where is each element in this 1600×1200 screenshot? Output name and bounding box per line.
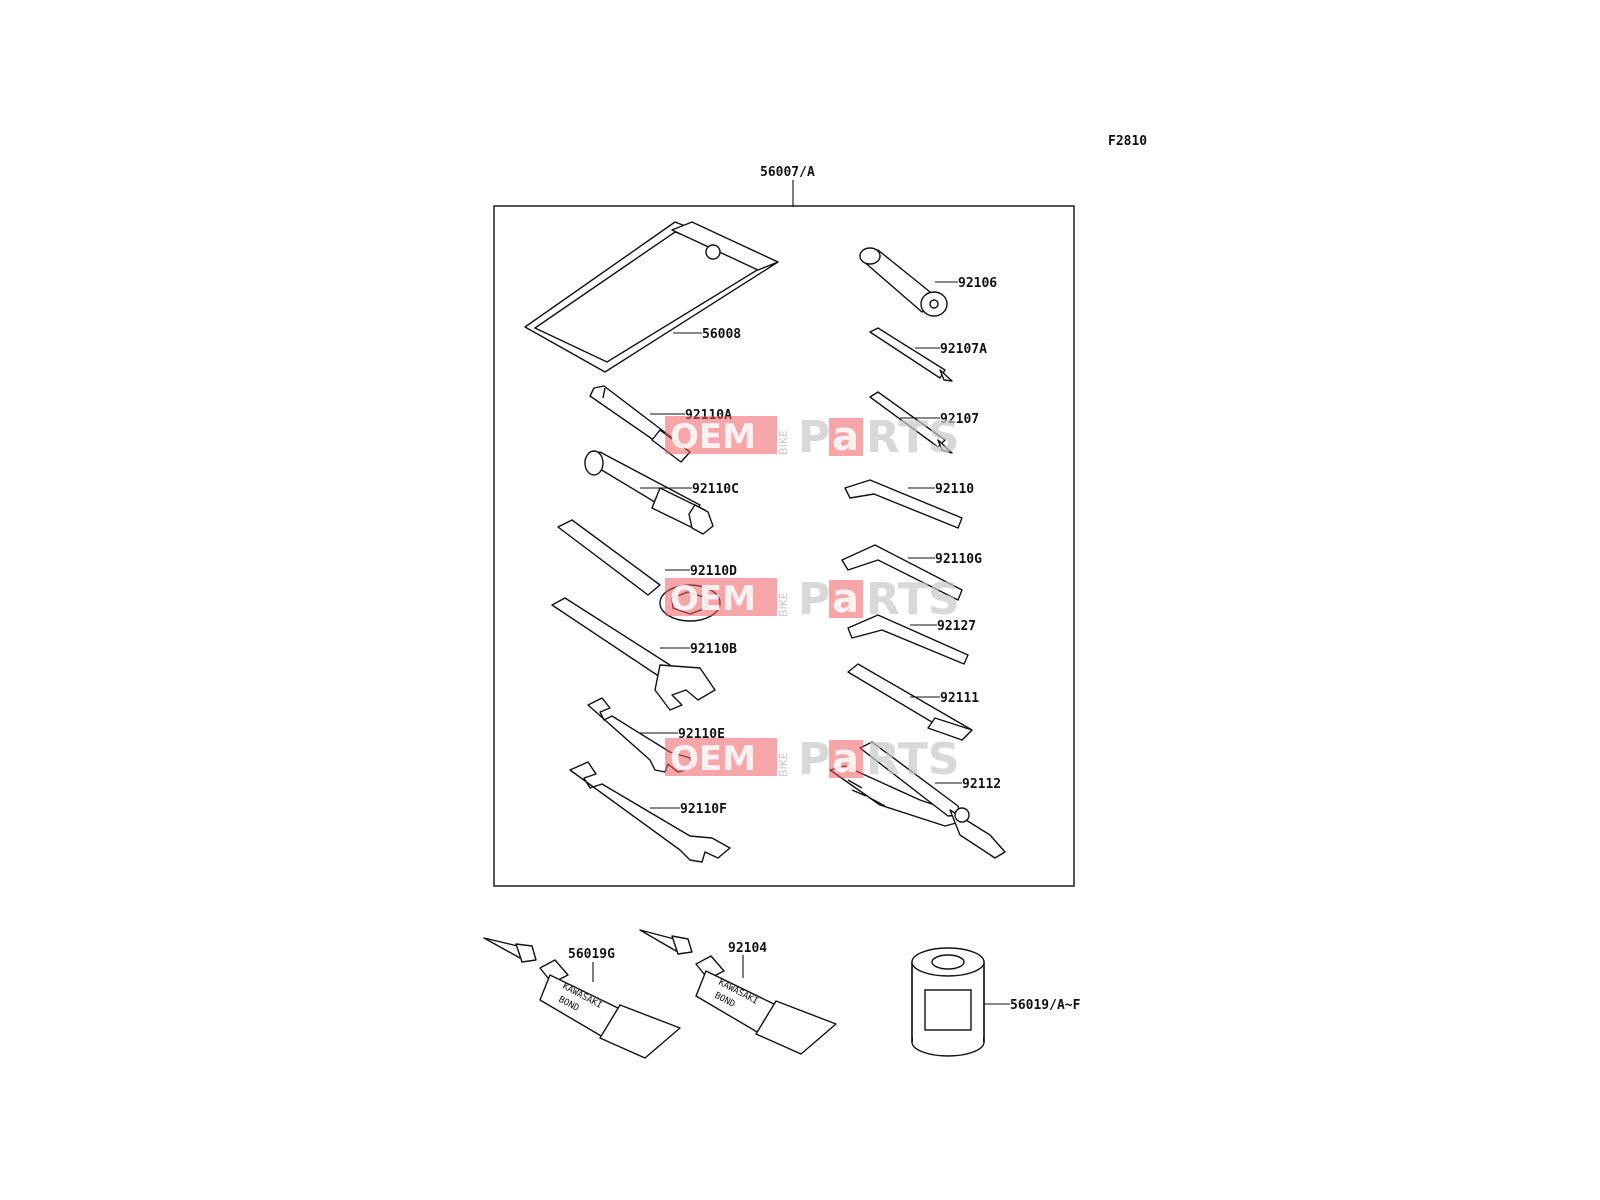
watermark-2-a: a <box>832 576 859 622</box>
part-label-56019-a-f: 56019/A~F <box>1010 998 1081 1013</box>
part-label-92110d: 92110D <box>690 564 737 579</box>
watermark-2: OEM BIKE P a RTS <box>665 574 960 625</box>
watermark-1-oem: OEM <box>670 417 756 457</box>
kit-label: 56007/A <box>760 165 815 180</box>
watermark-2-rts: RTS <box>866 574 960 625</box>
tool-kit-frame <box>493 205 1075 887</box>
watermark-1-p: P <box>798 412 830 463</box>
cutter-tool <box>859 247 948 317</box>
part-label-92104: 92104 <box>728 941 767 956</box>
part-label-92110g: 92110G <box>935 552 982 567</box>
watermark-3-p: P <box>798 734 830 785</box>
watermark-1-rts: RTS <box>866 412 960 463</box>
part-label-92110f: 92110F <box>680 802 727 817</box>
hex-key-g <box>841 544 963 601</box>
part-label-92106: 92106 <box>958 276 997 291</box>
hex-key-92127 <box>847 614 969 665</box>
tool-pouch <box>524 221 779 373</box>
part-label-92110: 92110 <box>935 482 974 497</box>
watermark-1-bike: BIKE <box>777 430 790 455</box>
watermark-1-a: a <box>832 414 859 460</box>
watermark-2-p: P <box>798 574 830 625</box>
part-label-92107a: 92107A <box>940 342 987 357</box>
screwdriver-a <box>869 327 953 382</box>
open-wrench-b <box>551 597 716 711</box>
watermark-2-bike: BIKE <box>777 592 790 617</box>
plug-wrench <box>584 450 714 535</box>
screwdriver <box>869 391 953 454</box>
watermark-2-oem: OEM <box>670 579 756 619</box>
part-label-92127: 92127 <box>937 619 976 634</box>
watermark-1: OEM BIKE P a RTS <box>665 412 960 463</box>
tape-roll <box>911 947 985 1057</box>
pliers <box>829 741 1006 859</box>
handle-bar <box>847 663 973 741</box>
watermark-3: OEM BIKE P a RTS <box>665 734 960 785</box>
open-wrench-f <box>569 761 731 863</box>
bond-tube-1: KAWASAKI BOND <box>483 937 681 1059</box>
hex-key <box>844 479 963 529</box>
watermark-3-a: a <box>832 736 859 782</box>
watermark-3-bike: BIKE <box>777 752 790 777</box>
part-label-92111: 92111 <box>940 691 979 706</box>
part-label-56008: 56008 <box>702 327 741 342</box>
watermark-3-rts: RTS <box>866 734 960 785</box>
watermark-3-oem: OEM <box>670 739 756 779</box>
part-label-56019g: 56019G <box>568 947 615 962</box>
part-label-92107: 92107 <box>940 412 979 427</box>
part-label-92110c: 92110C <box>692 482 739 497</box>
part-label-92110b: 92110B <box>690 642 737 657</box>
figure-code: F2810 <box>1108 134 1147 149</box>
part-label-92112: 92112 <box>962 777 1001 792</box>
